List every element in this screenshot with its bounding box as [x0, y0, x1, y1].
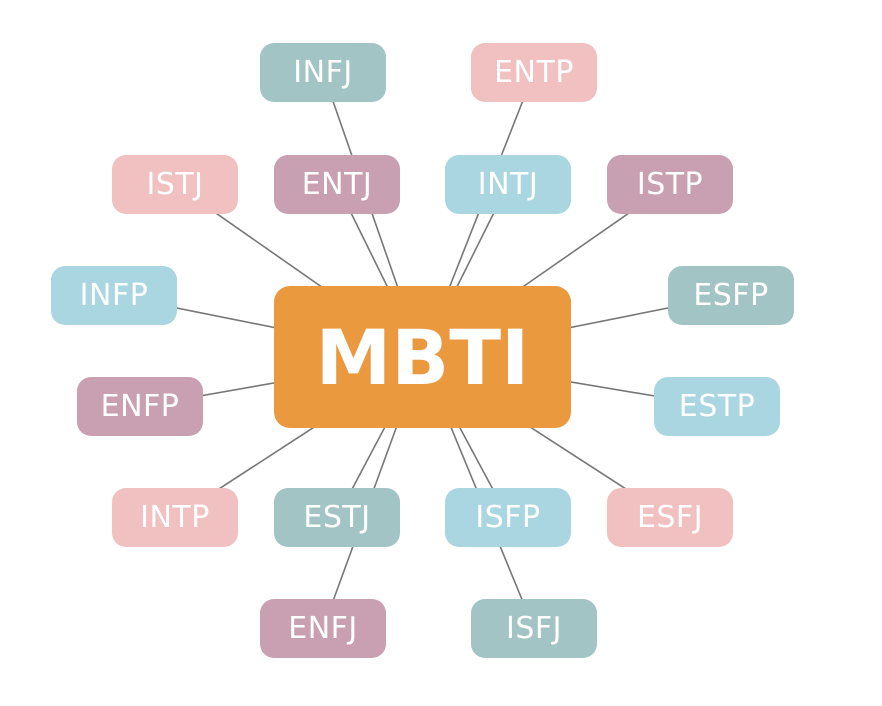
type-node-intp: INTP: [112, 488, 238, 547]
type-node-isfj: ISFJ: [471, 599, 597, 658]
type-node-infj: INFJ: [260, 43, 386, 102]
type-node-enfj: ENFJ: [260, 599, 386, 658]
type-node-esfj: ESFJ: [607, 488, 733, 547]
type-node-esfp: ESFP: [668, 266, 794, 325]
type-node-entp: ENTP: [471, 43, 597, 102]
type-node-isfp: ISFP: [445, 488, 571, 547]
center-node-mbti: MBTI: [274, 286, 571, 428]
type-node-enfp: ENFP: [77, 377, 203, 436]
type-node-istp: ISTP: [607, 155, 733, 214]
type-node-estp: ESTP: [654, 377, 780, 436]
type-node-intj: INTJ: [445, 155, 571, 214]
type-node-entj: ENTJ: [274, 155, 400, 214]
type-node-infp: INFP: [51, 266, 177, 325]
type-node-estj: ESTJ: [274, 488, 400, 547]
type-node-istj: ISTJ: [112, 155, 238, 214]
